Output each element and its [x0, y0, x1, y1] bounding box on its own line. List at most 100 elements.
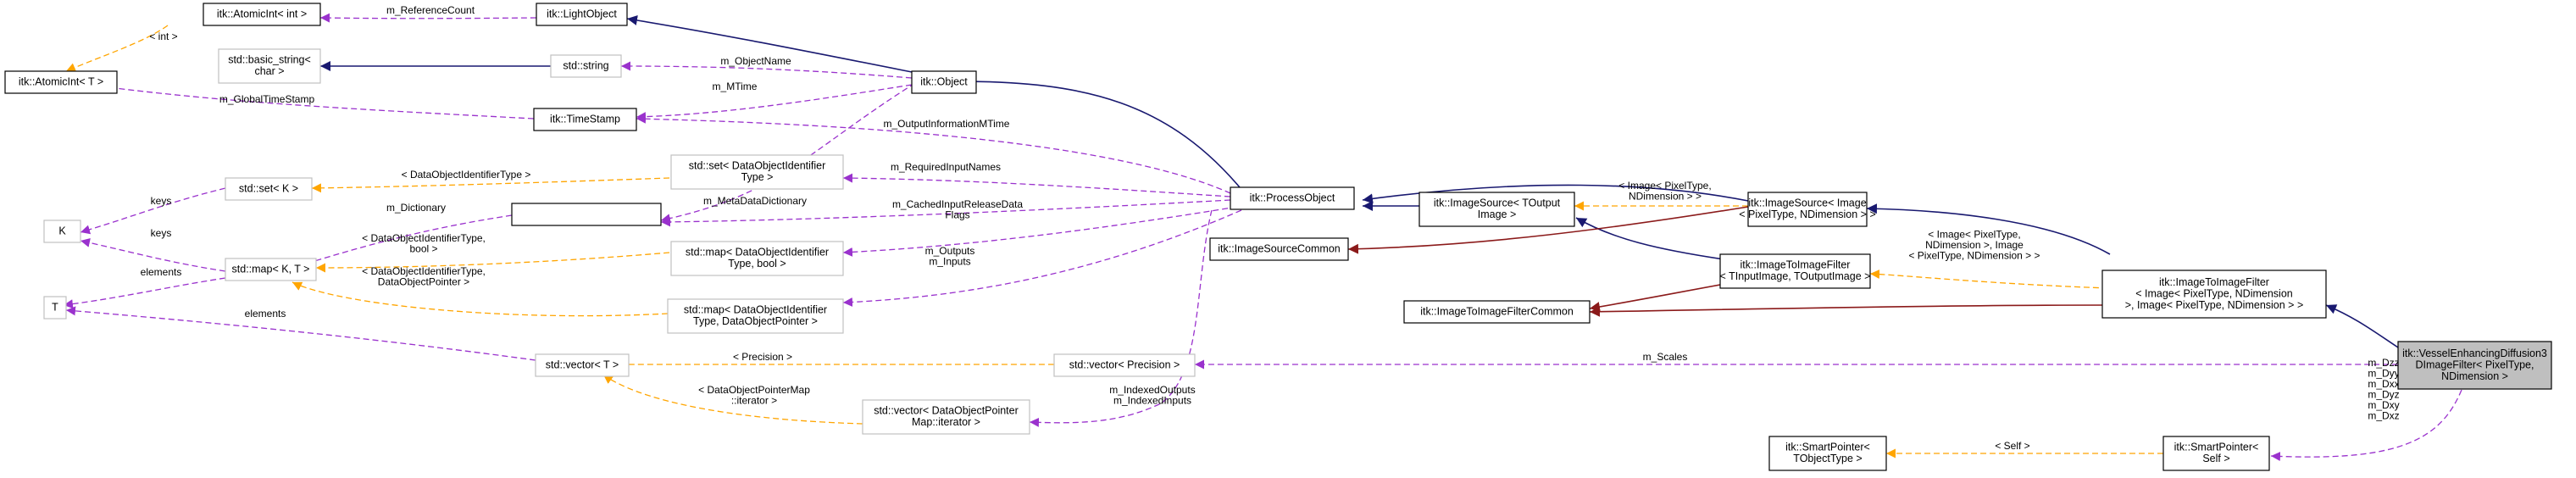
node-label-line: Image > — [1478, 208, 1517, 220]
node-box — [43, 296, 67, 320]
node-i2i-filter-t[interactable]: itk::ImageToImageFilter< TInputImage, TO… — [1719, 253, 1871, 289]
nodes: itk::AtomicInt< int > itk::LightObject s… — [4, 3, 2552, 471]
node-label-line: K — [58, 225, 66, 236]
node-set-k[interactable]: std::set< K > — [225, 177, 313, 201]
node-vector-precision[interactable]: std::vector< Precision > — [1053, 353, 1196, 377]
node-label-line: std::map< K, T > — [232, 263, 310, 275]
node-box — [2101, 270, 2327, 319]
node-label-line: itk::AtomicInt< int > — [217, 8, 307, 19]
node-itk-object[interactable]: itk::Object — [911, 70, 977, 94]
edge-inh-lightobject — [626, 15, 917, 74]
node-t[interactable]: T — [43, 296, 67, 320]
edge-label-line: < Image< PixelType, — [1618, 180, 1711, 192]
edge-label-line: elements — [141, 266, 182, 278]
edge-label-line: < DataObjectIdentifierType, — [362, 232, 486, 244]
edge-label-line: < int > — [149, 31, 177, 42]
edge-label-line: < PixelType, NDimension > > — [1908, 250, 2040, 262]
node-image-source-image[interactable]: itk::ImageSource< Image< PixelType, NDim… — [1739, 192, 1876, 227]
edge-object-name — [620, 61, 913, 79]
node-basic-string[interactable]: std::basic_string<char > — [218, 48, 321, 84]
node-label-line: itk::AtomicInt< T > — [19, 75, 103, 87]
node-map-doid-bool[interactable]: std::map< DataObjectIdentifierType, bool… — [670, 241, 844, 276]
node-label-line: itk::ImageToImageFilter — [2159, 276, 2269, 288]
node-std-string[interactable]: std::string — [550, 54, 622, 78]
node-i2i-filter-image[interactable]: itk::ImageToImageFilter< Image< PixelTyp… — [2101, 270, 2327, 319]
node-light-object[interactable]: itk::LightObject — [536, 3, 628, 26]
edge-label-line: NDimension >, Image — [1925, 239, 2024, 251]
edge-tpl-dop-iter — [602, 374, 863, 425]
node-atomic-int-t[interactable]: itk::AtomicInt< T > — [4, 70, 118, 94]
node-vector-t[interactable]: std::vector< T > — [535, 353, 630, 377]
node-label-line: std::vector< Precision > — [1069, 358, 1180, 370]
node-box — [2397, 341, 2552, 390]
node-smart-pointer-self[interactable]: itk::SmartPointer<Self > — [2162, 436, 2270, 471]
node-box — [670, 154, 844, 190]
node-label-line: std::set< K > — [239, 182, 298, 194]
edge-priv-source-common — [1347, 206, 1749, 254]
label-required-input-names: m_RequiredInputNames — [891, 161, 1001, 173]
node-label-line: std::vector< T > — [546, 358, 619, 370]
edge-mtime — [636, 84, 913, 122]
edge-label-line: m_ReferenceCount — [386, 4, 475, 16]
node-map-k-t[interactable]: std::map< K, T > — [225, 258, 317, 281]
node-i2i-filter-common[interactable]: itk::ImageToImageFilterCommon — [1403, 300, 1591, 324]
label-output-information-mtime: m_OutputInformationMTime — [884, 118, 1010, 130]
edge-label-line: m_GlobalTimeStamp — [219, 93, 315, 105]
node-box — [1403, 300, 1591, 324]
node-box — [203, 3, 321, 26]
edge-label-line: m_IndexedOutputs — [1109, 384, 1195, 396]
node-box — [862, 399, 1030, 435]
label-self-template: < Self > — [1995, 440, 2029, 452]
node-image-source-t[interactable]: itk::ImageSource< TOutputImage > — [1418, 192, 1575, 227]
label-doid-bool-template: < DataObjectIdentifierType,bool > — [362, 232, 486, 255]
label-doid-type-template: < DataObjectIdentifierType > — [402, 169, 531, 181]
edge-label-line: DataObjectPointer > — [378, 275, 469, 287]
edge-label-line: m_Dzz — [2368, 357, 2399, 369]
edge-label-line: m_Dyz — [2368, 388, 2399, 400]
edge-labels: m_ReferenceCount < int > m_GlobalTimeSta… — [141, 4, 2400, 452]
node-smart-pointer-t[interactable]: itk::SmartPointer<TObjectType > — [1768, 436, 1887, 471]
node-image-source-common[interactable]: itk::ImageSourceCommon — [1209, 237, 1349, 261]
node-label-line: itk::SmartPointer< — [2174, 442, 2259, 453]
edge-label-line: m_CachedInputReleaseData — [892, 198, 1023, 210]
edge-label-line: keys — [151, 227, 172, 239]
node-vector-dop[interactable]: std::vector< DataObjectPointerMap::itera… — [862, 399, 1030, 435]
edge-indexed — [1029, 209, 1213, 427]
node-box — [1209, 237, 1349, 261]
node-label-line: Type, DataObjectPointer > — [693, 315, 818, 327]
edge-tpl-int — [65, 25, 169, 72]
edge-inh-i2i-image — [2325, 304, 2399, 348]
label-image-template-2: < Image< PixelType,NDimension >, Image< … — [1908, 229, 2040, 262]
node-box — [1230, 186, 1355, 210]
edge-tpl-doid-ptr — [291, 281, 669, 317]
node-time-stamp[interactable]: itk::TimeStamp — [533, 108, 637, 131]
node-vessel-enhancing-filter[interactable]: itk::VesselEnhancingDiffusion3DImageFilt… — [2397, 341, 2552, 390]
node-label-line: itk::ImageToImageFilterCommon — [1420, 305, 1574, 317]
edge-cached-input-release — [842, 206, 1238, 257]
edge-output-info-mtime — [636, 114, 1231, 194]
node-atomic-int-int[interactable]: itk::AtomicInt< int > — [203, 3, 321, 26]
edge-tpl-doid-bool — [315, 252, 670, 273]
node-box — [1747, 192, 1868, 227]
node-label-line: itk::VesselEnhancingDiffusion3 — [2402, 347, 2547, 359]
node-process-object[interactable]: itk::ProcessObject — [1230, 186, 1355, 210]
label-object-name: m_ObjectName — [720, 55, 791, 67]
node-k[interactable]: K — [43, 220, 81, 243]
edge-label-line: m_ObjectName — [720, 55, 791, 67]
edge-label-line: keys — [151, 195, 172, 207]
edge-elements-2 — [65, 306, 536, 361]
edge-dictionary — [300, 214, 513, 268]
node-label-line: Type, bool > — [728, 258, 786, 270]
edge-label-line: < DataObjectIdentifierType, — [362, 265, 486, 277]
node-box — [550, 54, 622, 78]
node-map-doid-ptr[interactable]: std::map< DataObjectIdentifierType, Data… — [667, 298, 844, 334]
node-meta-data-dictionary[interactable] — [511, 203, 662, 226]
label-meta-data-dictionary: m_MetaDataDictionary — [703, 195, 807, 207]
node-label-line: < Image< PixelType, NDimension — [2135, 287, 2293, 299]
node-label-line: >, Image< PixelType, NDimension > > — [2125, 299, 2304, 311]
node-set-doid[interactable]: std::set< DataObjectIdentifierType > — [670, 154, 844, 190]
edge-label-line: m_Dyy — [2368, 367, 2399, 379]
